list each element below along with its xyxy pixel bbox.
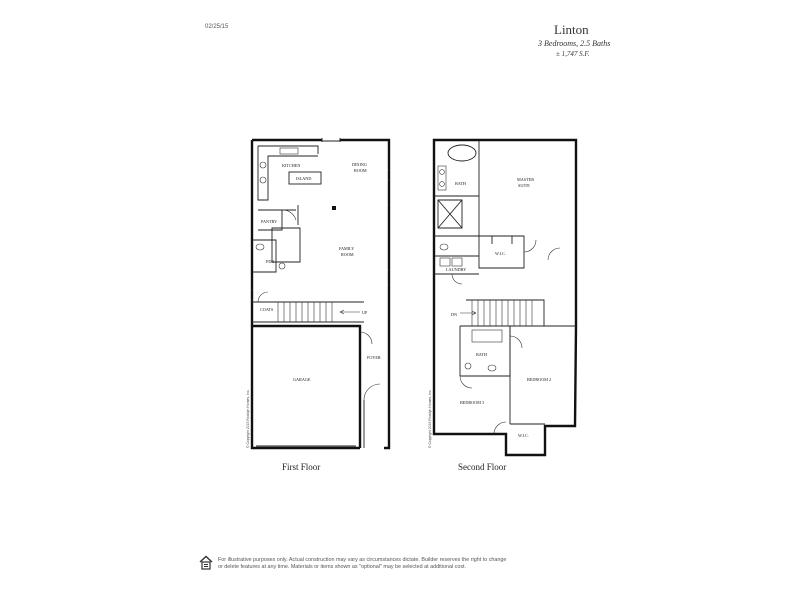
sink-icon	[439, 169, 445, 175]
room-label-dining: DINING	[352, 162, 367, 167]
room-label-bedroom-3: BEDROOM 3	[460, 400, 484, 405]
first-floor-stairs	[252, 301, 364, 323]
plan-date: 02/25/15	[205, 24, 229, 30]
bedroom-3-door	[459, 375, 473, 389]
room-label-powder: PDR	[266, 259, 274, 264]
second-floor-copyright: © Copyright 2015 Rocklyn Homes, Inc.	[428, 389, 432, 448]
room-label-bedroom-3-wic: W.I.C.	[518, 433, 529, 438]
range-burner-icon	[259, 176, 267, 184]
plan-subtitle: 3 Bedrooms, 2.5 Baths	[538, 39, 611, 48]
first-floor-copyright: © Copyright 2015 Rocklyn Homes, Inc.	[246, 389, 250, 448]
room-label-hall-bath: BATH	[476, 352, 487, 357]
closet-door-swing	[523, 239, 537, 253]
stair-up-label: UP	[362, 310, 368, 315]
kitchen-sink-icon	[279, 147, 299, 155]
toilet-icon	[487, 364, 497, 372]
kitchen-island	[288, 171, 322, 185]
kitchen-counter	[257, 145, 319, 201]
pantry-walls	[258, 205, 299, 231]
pantry-door-swing	[281, 209, 297, 221]
room-label-master-bath: BATH	[455, 181, 466, 186]
sink-icon	[439, 181, 445, 187]
equal-housing-icon	[199, 555, 213, 570]
first-floor-windows	[251, 169, 390, 301]
room-label-dining-room: ROOM	[354, 168, 367, 173]
vanity-counter	[437, 165, 447, 191]
hall-bath-walls	[459, 325, 511, 377]
room-label-bedroom-2: BEDROOM 2	[527, 377, 551, 382]
bedroom-2-walls	[509, 325, 576, 425]
plan-square-footage: ± 1,747 S.F.	[556, 50, 590, 58]
room-label-coats: COATS	[260, 307, 274, 312]
first-floor-plan: KITCHEN ISLAND DINING ROOM PANTRY FAMILY…	[246, 138, 391, 450]
first-floor-exterior-wall	[250, 138, 391, 450]
dryer-icon	[451, 257, 463, 267]
coat-closet-door	[257, 291, 269, 303]
room-label-family: FAMILY	[339, 246, 354, 251]
second-floor-plan: BATH MASTER SUITE W.I.C. LAUNDRY DN BATH…	[428, 138, 578, 457]
shower-stall	[437, 199, 463, 229]
room-label-master-suite: SUITE	[518, 183, 530, 188]
master-bath-walls	[434, 140, 480, 237]
closet-walls	[271, 227, 301, 263]
laundry-door-swing	[451, 273, 463, 285]
room-label-island: ISLAND	[296, 176, 311, 181]
master-door-swing	[547, 247, 561, 261]
laundry-walls	[434, 255, 479, 275]
second-floor-stairs	[460, 299, 545, 327]
room-label-pantry: PANTRY	[261, 219, 277, 224]
structural-column	[332, 206, 336, 210]
range-burner-icon	[259, 161, 267, 169]
rear-sliding-door	[321, 138, 341, 142]
master-closet-walls	[478, 235, 525, 269]
garage-entry-door	[359, 331, 373, 345]
front-entry-door	[363, 383, 381, 401]
washer-icon	[439, 257, 451, 267]
stair-down-label: DN	[451, 312, 457, 317]
bathtub-icon	[471, 329, 503, 343]
powder-room-walls	[252, 239, 277, 273]
second-floor-label: Second Floor	[458, 462, 507, 472]
bedroom-2-door	[509, 335, 523, 349]
room-label-garage: GARAGE	[293, 377, 311, 382]
second-floor-exterior-wall	[432, 138, 578, 457]
room-label-laundry: LAUNDRY	[446, 267, 466, 272]
wic-door-swing	[493, 421, 507, 435]
room-label-master: MASTER	[517, 177, 534, 182]
sink-icon	[278, 262, 286, 270]
room-label-master-wic: W.I.C.	[495, 251, 506, 256]
disclaimer-text: For illustrative purposes only. Actual c…	[218, 557, 507, 570]
room-label-kitchen: KITCHEN	[282, 163, 300, 168]
first-floor-label: First Floor	[282, 462, 321, 472]
plan-title: Linton	[554, 22, 589, 37]
toilet-icon	[255, 243, 265, 251]
sink-icon	[464, 362, 472, 370]
toilet-icon	[439, 243, 449, 251]
room-label-foyer: FOYER	[367, 355, 381, 360]
bathtub-icon	[447, 144, 477, 162]
room-label-family-room: ROOM	[341, 252, 354, 257]
garage-walls	[252, 324, 362, 448]
